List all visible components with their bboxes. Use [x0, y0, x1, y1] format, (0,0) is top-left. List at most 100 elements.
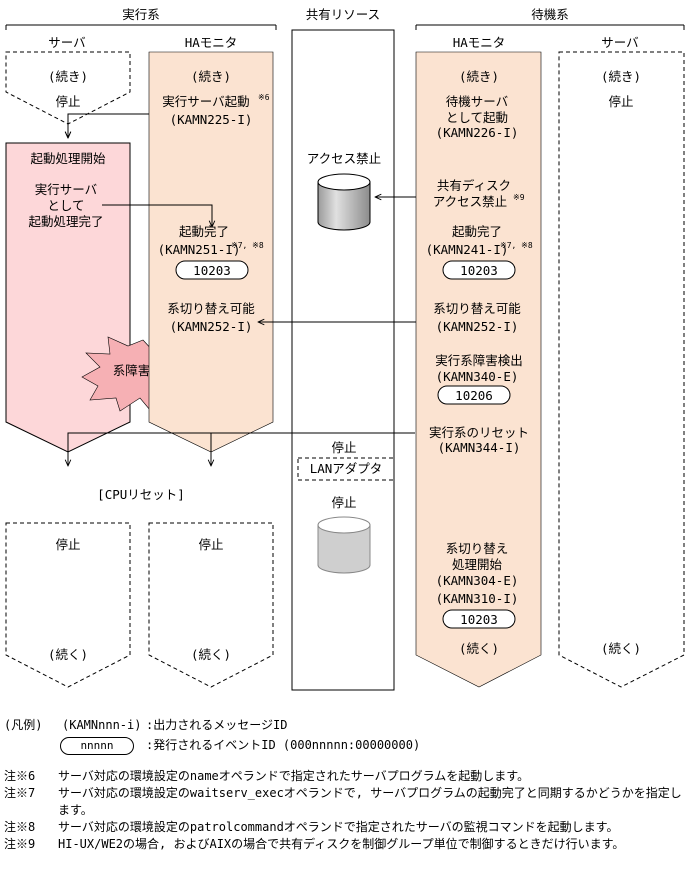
- standby-ha-msg-304: (KAMN304-E): [436, 573, 519, 588]
- standby-ha-switch-b: 処理開始: [452, 557, 503, 572]
- exec-server-line2: として: [47, 198, 84, 213]
- exec-server-line3: 起動処理完了: [28, 214, 103, 229]
- shared-access-denied: アクセス禁止: [307, 151, 381, 166]
- exec-ha-switchable: 系切り替え可能: [167, 301, 255, 316]
- lan-adapter: LANアダプタ: [310, 461, 383, 476]
- legend-row-message: (凡例) (KAMNnnn-i) :出力されるメッセージID: [4, 716, 684, 736]
- standby-server-cont2: (続く): [601, 641, 641, 656]
- exec-server-start: 起動処理開始: [30, 151, 106, 166]
- note-6-text: サーバ対応の環境設定のnameオペランドで指定されたサーバプログラムを起動します…: [58, 769, 530, 783]
- standby-ha-detect: 実行系障害検出: [435, 353, 523, 368]
- exec-server-stop: 停止: [55, 94, 80, 109]
- note-8: 注※8 サーバ対応の環境設定のpatrolcommandオペランドで指定されたサ…: [4, 819, 688, 836]
- col-standby-ha: HAモニタ: [453, 35, 506, 50]
- exec-ha-event-10203: 10203: [193, 263, 231, 278]
- standby-ha-switch-a: 系切り替え: [446, 541, 509, 556]
- legend-message-desc: :出力されるメッセージID: [146, 718, 288, 732]
- legend-row-event: nnnnn :発行されるイベントID (000nnnnn:00000000): [4, 736, 684, 756]
- standby-ha-block: [415, 51, 542, 688]
- standby-server-cont: (続き): [601, 69, 641, 84]
- exec-server-stop2: 停止: [55, 537, 80, 552]
- legend-label: (凡例): [4, 718, 43, 732]
- exec-ha-msg-252: (KAMN252-I): [170, 319, 253, 334]
- lan-adapter-box: [297, 457, 395, 481]
- exec-ha-block: [148, 51, 274, 453]
- standby-ha-cont2: (続く): [459, 641, 499, 656]
- exec-ha-event-pill: [175, 260, 249, 280]
- standby-ha-msg-226: (KAMN226-I): [436, 125, 519, 140]
- standby-ha-line1b: として起動: [446, 110, 508, 125]
- col-exec-server: サーバ: [48, 35, 85, 50]
- shared-disk-icon: [317, 173, 371, 231]
- header-exec: 実行系: [122, 7, 160, 22]
- standby-server-stop: 停止: [608, 94, 633, 109]
- note-7: 注※7 サーバ対応の環境設定のwaitserv_execオペランドで, サーバプ…: [4, 785, 688, 819]
- standby-ha-started: 起動完了: [452, 224, 502, 239]
- note-7-label: 注※7: [4, 786, 36, 800]
- exec-server-top-block: [5, 51, 131, 125]
- legend-event-sample: nnnnn: [60, 737, 134, 755]
- exec-server-cont: (続き): [48, 69, 88, 84]
- note-6-label: 注※6: [4, 769, 36, 783]
- legend: (凡例) (KAMNnnn-i) :出力されるメッセージID nnnnn :発行…: [4, 716, 684, 756]
- standby-ha-note78: ※7, ※8: [500, 241, 533, 250]
- standby-ha-event-pill-3: [442, 609, 516, 629]
- exec-server-line1: 実行サーバ: [35, 182, 97, 197]
- exec-ha-msg-225: (KAMN225-I): [170, 112, 253, 127]
- header-standby-group: 待機系: [415, 7, 685, 30]
- standby-ha-msg-252: (KAMN252-I): [436, 319, 519, 334]
- col-exec-ha: HAモニタ: [185, 35, 238, 50]
- exec-ha-msg-251: (KAMN251-I): [158, 242, 241, 257]
- standby-ha-line2b: アクセス禁止: [433, 194, 507, 209]
- exec-ha-started: 起動完了: [179, 224, 229, 239]
- note-6: 注※6 サーバ対応の環境設定のnameオペランドで指定されたサーバプログラムを起…: [4, 768, 688, 785]
- legend-event-desc: :発行されるイベントID (000nnnnn:00000000): [146, 738, 421, 752]
- standby-server-block: [558, 51, 685, 688]
- standby-ha-event-10206: 10206: [455, 388, 493, 403]
- note-9: 注※9 HI-UX/WE2の場合, およびAIXの場合で共有ディスクを制御グルー…: [4, 836, 688, 853]
- standby-ha-msg-241: (KAMN241-I): [426, 242, 509, 257]
- header-exec-group: 実行系: [5, 7, 277, 30]
- reset-arrow: [68, 432, 415, 466]
- exec-ha-cont: (続き): [191, 69, 231, 84]
- standby-ha-line1a: 待機サーバ: [446, 94, 508, 109]
- legend-message-sample: (KAMNnnn-i): [62, 718, 142, 732]
- exec-server-bottom-block: [5, 522, 131, 688]
- exec-ha-bottom-block: [148, 522, 274, 688]
- standby-ha-switchable: 系切り替え可能: [433, 301, 521, 316]
- exec-ha-cont2: (続く): [191, 647, 231, 662]
- shared-stop-lan: 停止: [331, 440, 356, 455]
- standby-ha-msg-310: (KAMN310-I): [436, 591, 519, 606]
- shared-resource-column: [291, 29, 395, 691]
- standby-ha-line2a: 共有ディスク: [437, 178, 511, 193]
- shared-disk-stopped-icon: [317, 516, 371, 574]
- note-9-text: HI-UX/WE2の場合, およびAIXの場合で共有ディスクを制御グループ単位で…: [58, 837, 625, 851]
- standby-ha-event-pill-1: [442, 260, 516, 280]
- standby-ha-note9: ※9: [513, 193, 525, 202]
- shared-stop-disk: 停止: [331, 495, 356, 510]
- note-9-label: 注※9: [4, 837, 36, 851]
- standby-ha-event-pill-2: [437, 385, 511, 405]
- standby-ha-msg-340: (KAMN340-E): [436, 369, 519, 384]
- exec-server-cont2: (続く): [48, 647, 88, 662]
- note-7-text: サーバ対応の環境設定のwaitserv_execオペランドで, サーバプログラム…: [58, 786, 682, 817]
- standby-ha-reset: 実行系のリセット: [429, 425, 529, 440]
- note-8-label: 注※8: [4, 820, 36, 834]
- standby-ha-event-10203b: 10203: [460, 612, 498, 627]
- header-shared: 共有リソース: [306, 7, 380, 22]
- standby-ha-cont: (続き): [459, 69, 499, 84]
- header-standby: 待機系: [531, 7, 569, 22]
- server-to-ha-arrow: [102, 204, 212, 227]
- standby-ha-event-10203: 10203: [460, 263, 498, 278]
- failover-diagram: 実行系 共有リソース 待機系 サーバ HAモニタ HAモニタ サーバ (続き) …: [5, 7, 685, 691]
- standby-ha-msg-344: (KAMN344-I): [438, 440, 521, 455]
- exec-ha-note6: ※6: [258, 93, 270, 102]
- col-standby-server: サーバ: [601, 35, 638, 50]
- exec-ha-note78: ※7, ※8: [231, 241, 264, 250]
- ha-to-server-arrow: [68, 113, 149, 138]
- notes: 注※6 サーバ対応の環境設定のnameオペランドで指定されたサーバプログラムを起…: [4, 768, 688, 853]
- exec-ha-start-server: 実行サーバ起動: [162, 94, 249, 109]
- cpu-reset: [CPUリセット]: [97, 487, 185, 502]
- exec-ha-stop: 停止: [198, 537, 223, 552]
- note-8-text: サーバ対応の環境設定のpatrolcommandオペランドで指定されたサーバの監…: [58, 820, 619, 834]
